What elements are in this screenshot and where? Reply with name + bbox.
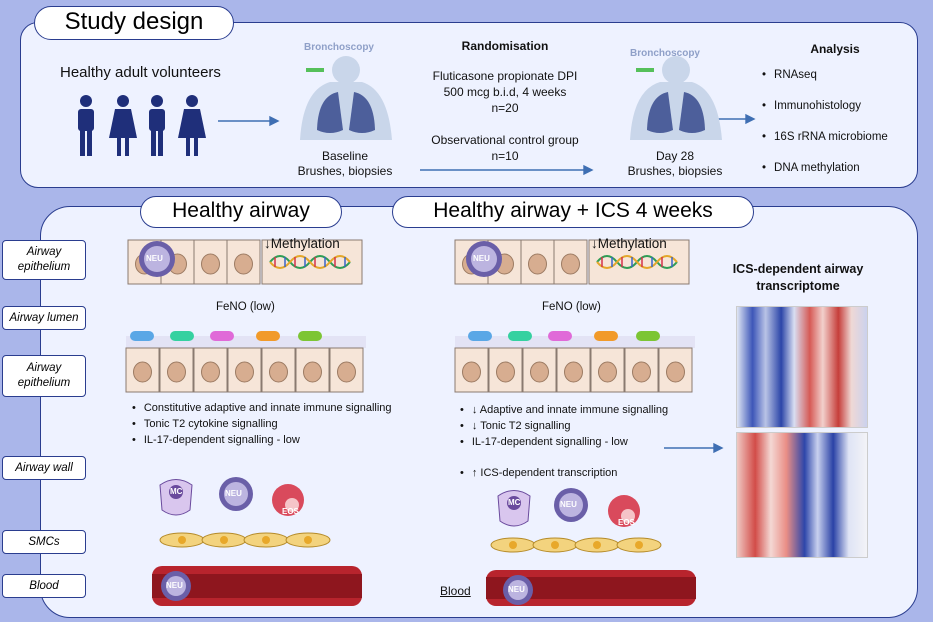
right-bullet: ↓ Tonic T2 signalling [460,418,668,434]
right-blood-label: Blood [440,584,471,598]
arm1-line3: n=20 [491,101,519,115]
left-mast-cell [159,479,193,516]
lungs-icon-2 [630,56,722,140]
male-person-icon [149,95,165,156]
right-extra-bullet: ↑ ICS-dependent transcription [460,465,618,481]
neu-label: NEU [473,254,490,263]
right-smcs [490,537,662,553]
left-bullets: Constitutive adaptive and innate immune … [132,400,392,448]
right-methylation-label: ↓Methylation [591,236,667,251]
female-person-icon [178,95,206,156]
eos-label: EOS [282,507,299,516]
neu-label: NEU [508,585,525,594]
mc-label: MC [170,487,183,496]
left-top-neutrophil [139,241,175,277]
right-bullet: ↓ Adaptive and innate immune signalling [460,402,668,418]
day28-label: Day 28 [655,149,695,163]
side-label-airway-lumen: Airway lumen [2,306,86,330]
study-design-title: Study design [34,6,234,40]
eos-label: EOS [618,518,635,527]
day28-sub: Brushes, biopsies [627,164,723,178]
baseline-sub: Brushes, biopsies [297,164,393,178]
volunteers-label: Healthy adult volunteers [60,64,221,81]
arm1-line2: 500 mcg b.i.d, 4 weeks [443,85,567,99]
right-eosinophil [608,495,640,527]
left-feno-label: FeNO (low) [216,301,275,313]
analysis-title: Analysis [810,42,860,56]
left-bullet: IL-17-dependent signalling - low [132,432,392,448]
left-title: Healthy airway [140,196,342,228]
neu-label: NEU [166,581,183,590]
arm2-line1: Observational control group [431,133,579,147]
mc-label: MC [508,498,521,507]
neu-label: NEU [560,500,577,509]
male-person-icon [78,95,94,156]
randomisation-label: Randomisation [461,39,549,53]
right-bullet: IL-17-dependent signalling - low [460,434,668,450]
right-feno-label: FeNO (low) [542,301,601,313]
left-neutrophil [219,477,253,511]
left-blood-vessel [152,566,362,606]
arm1-line1: Fluticasone propionate DPI [432,69,578,83]
side-label-airway-epithelium: Airway epithelium [2,240,86,280]
heatmap-bottom [736,432,868,558]
right-mast-cell [497,490,531,527]
right-top-neutrophil [466,241,502,277]
right-top-epithelium [454,239,690,285]
left-bullet: Tonic T2 cytokine signalling [132,416,392,432]
transcriptome-title-1: ICS-dependent airway [732,262,864,276]
female-person-icon [109,95,137,156]
heatmap-top [736,306,868,428]
right-neutrophil [554,488,588,522]
right-title: Healthy airway + ICS 4 weeks [392,196,754,228]
left-eosinophil [272,484,304,516]
side-label-blood: Blood [2,574,86,598]
left-ciliated-epithelium [125,331,366,393]
lungs-icon-1 [300,56,392,140]
bronchoscopy-label-1: Bronchoscopy [303,42,374,53]
transcriptome-title-2: transcriptome [756,279,840,293]
baseline-label: Baseline [321,149,369,163]
neu-label: NEU [225,489,242,498]
left-methylation-label: ↓Methylation [264,236,340,251]
analysis-list: RNAseq Immunohistology 16S rRNA microbio… [762,60,888,184]
right-bullet: ↑ ICS-dependent transcription [460,465,618,481]
analysis-item: 16S rRNA microbiome [762,122,888,153]
left-bullet: Constitutive adaptive and innate immune … [132,400,392,416]
left-smcs [159,532,331,548]
right-bullets: ↓ Adaptive and innate immune signalling … [460,402,668,450]
analysis-item: RNAseq [762,60,888,91]
bronchoscopy-label-2: Bronchoscopy [629,48,700,59]
side-label-airway-wall: Airway wall [2,456,86,480]
right-blood-vessel [486,570,696,606]
right-ciliated-epithelium [454,331,695,393]
analysis-item: Immunohistology [762,91,888,122]
side-label-smcs: SMCs [2,530,86,554]
analysis-item: DNA methylation [762,153,888,184]
arm2-line2: n=10 [491,149,519,163]
side-label-airway-epithelium: Airway epithelium [2,355,86,397]
left-top-epithelium [127,239,363,285]
neu-label: NEU [146,254,163,263]
